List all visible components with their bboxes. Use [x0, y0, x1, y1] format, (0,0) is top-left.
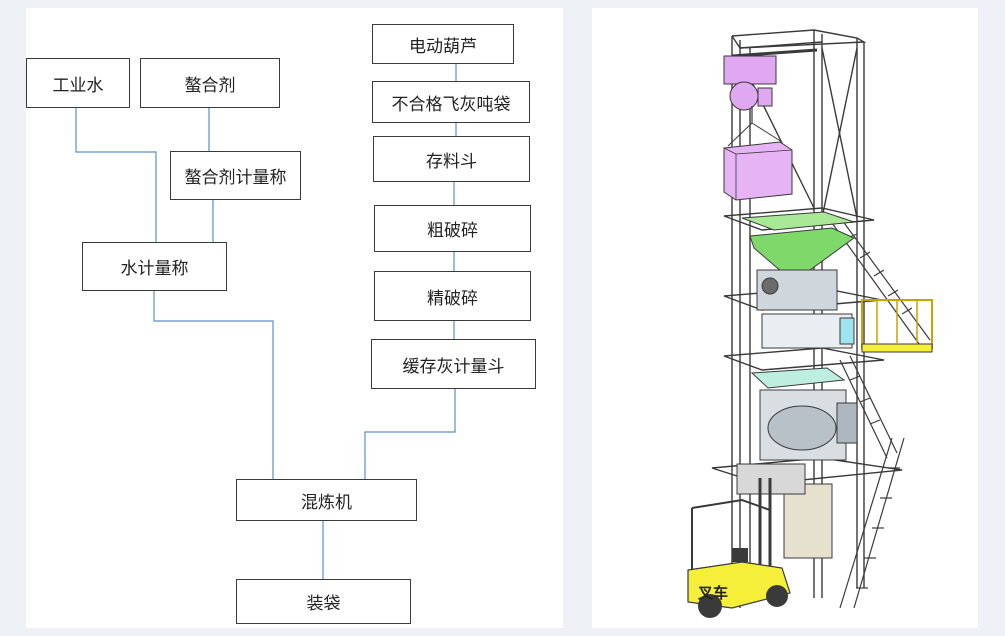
node-chelating-agent: 螯合剂: [140, 58, 280, 108]
equipment-drawing: 叉车: [687, 29, 933, 618]
node-coarse-crushing: 粗破碎: [374, 205, 531, 252]
hoist-rail: [731, 48, 818, 58]
connector-water-to-water-scale: [75, 86, 157, 242]
process-flowchart: 工业水 螯合剂 螯合剂计量称 水计量称 电动葫芦 不合格飞灰吨袋 存料斗 粗破碎…: [26, 8, 563, 628]
storage-hopper: [741, 211, 855, 273]
node-fine-crushing: 精破碎: [374, 271, 531, 321]
node-electric-hoist: 电动葫芦: [372, 24, 514, 64]
node-chelating-agent-scale: 螯合剂计量称: [170, 151, 301, 200]
staircase: [831, 219, 931, 609]
node-mixer: 混炼机: [236, 479, 417, 521]
ton-bag: [723, 141, 793, 201]
node-storage-hopper: 存料斗: [373, 136, 530, 182]
output-bag: [736, 463, 833, 559]
equipment-illustration: 叉车: [592, 8, 978, 628]
node-bagging: 装袋: [236, 579, 411, 624]
electric-hoist: [723, 55, 783, 147]
crusher-unit: [756, 269, 855, 349]
node-water-scale: 水计量称: [82, 242, 227, 291]
node-rejected-ash-bag: 不合格飞灰吨袋: [372, 81, 530, 123]
connector-water-scale-to-mixer: [153, 291, 274, 479]
landing-platform: [861, 299, 933, 353]
node-buffer-ash-hopper: 缓存灰计量斗: [371, 339, 536, 389]
forklift-label: 叉车: [697, 584, 728, 602]
forklift: 叉车: [687, 478, 791, 618]
mixer-unit: [750, 367, 858, 461]
flow-connectors: [75, 64, 457, 579]
connector-buffer-to-mixer: [364, 389, 456, 479]
node-industrial-water: 工业水: [26, 58, 130, 108]
